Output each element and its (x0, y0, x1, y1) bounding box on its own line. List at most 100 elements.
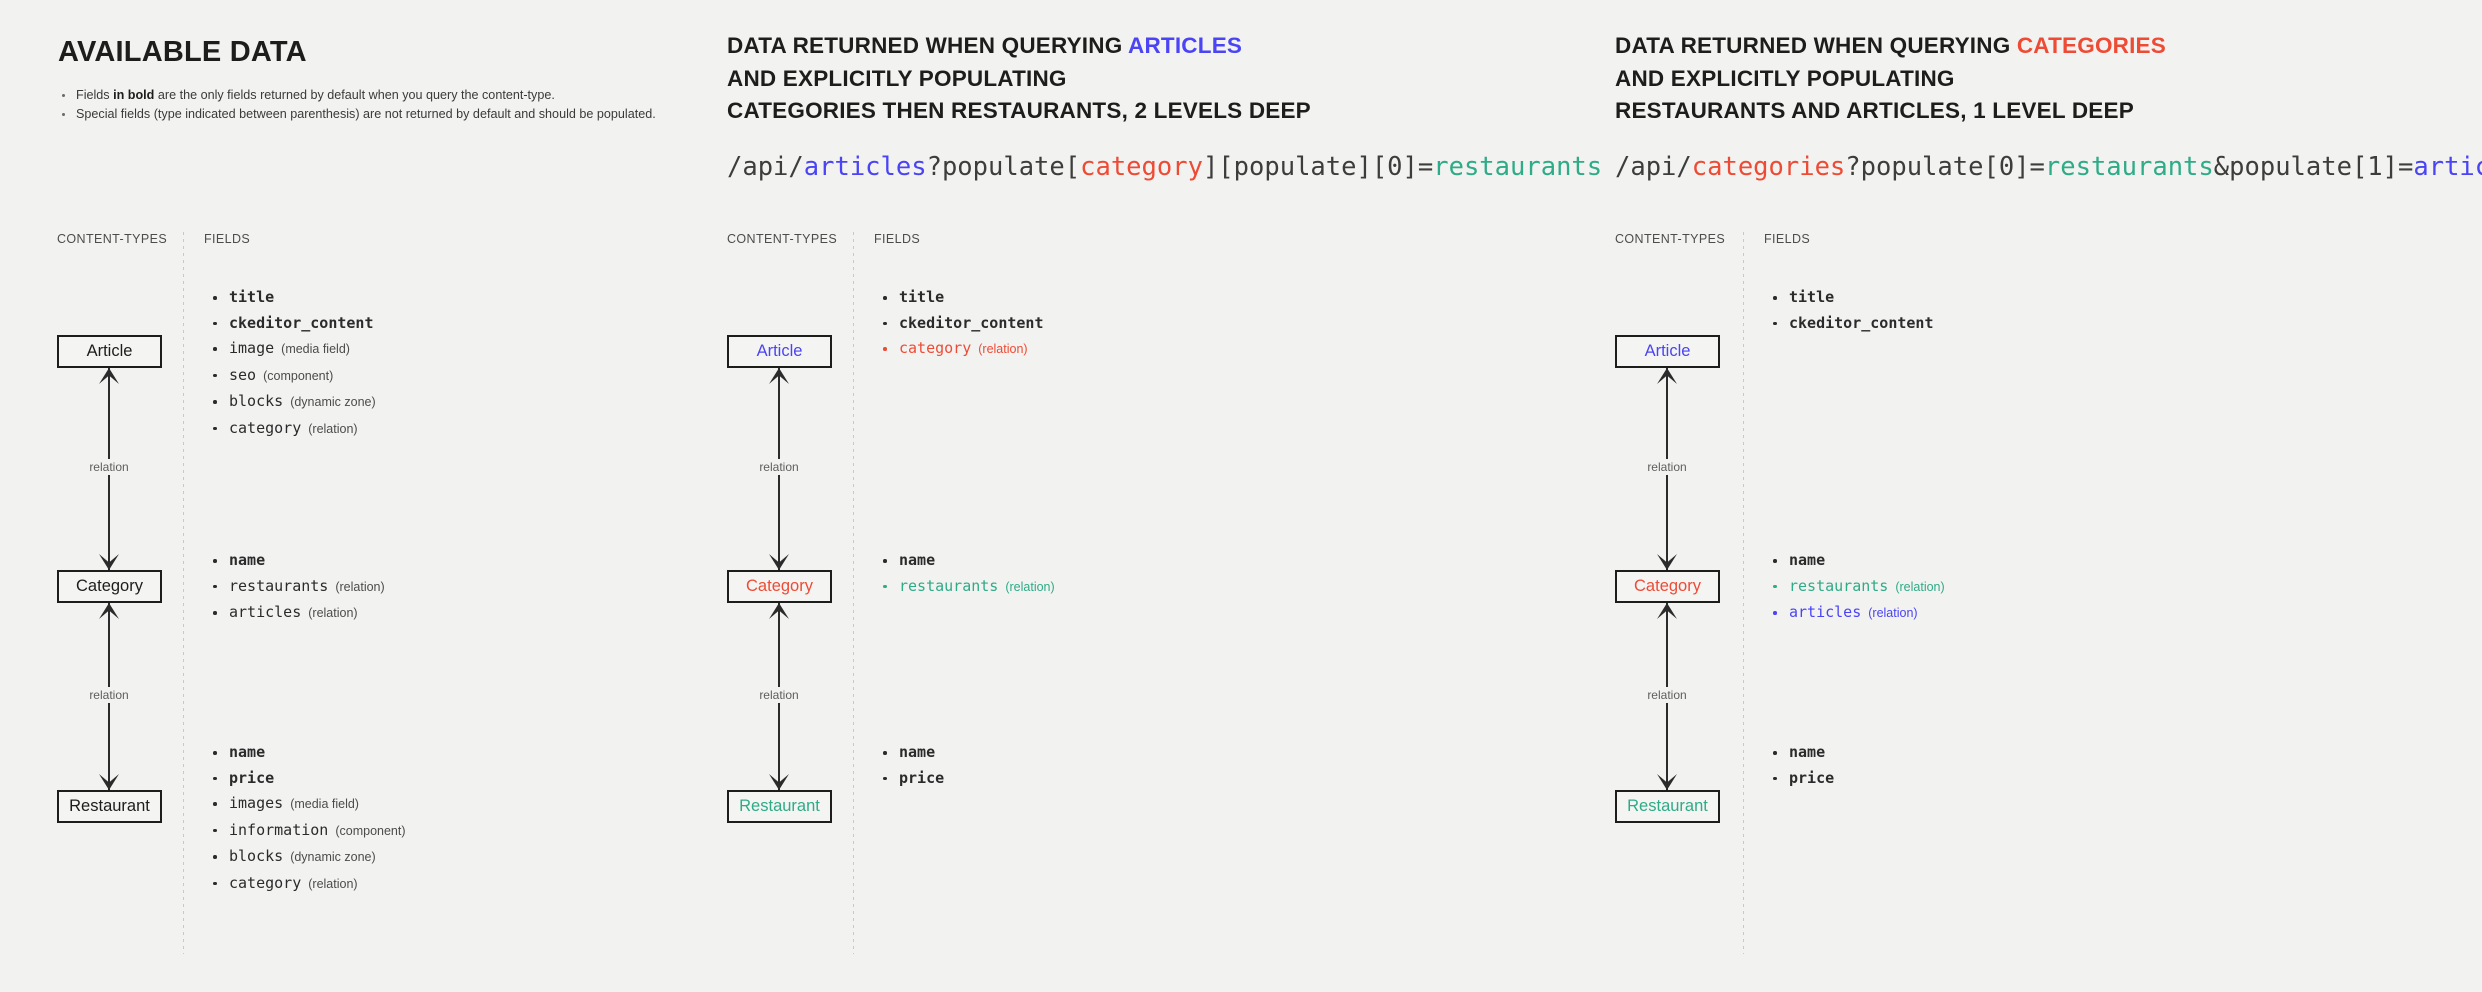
url-segment: articles (2413, 152, 2482, 182)
field-name: articles (229, 603, 302, 621)
field-name: category (899, 339, 972, 357)
content-type-node-article[interactable]: Article (57, 335, 162, 368)
field-item: image (media field) (210, 336, 376, 363)
relation-connector-1-2: relation (73, 603, 145, 790)
field-name: price (899, 768, 945, 787)
arrow-head-up-icon (98, 603, 120, 620)
field-name: restaurants (1789, 576, 1889, 595)
content-type-node-restaurant[interactable]: Restaurant (1615, 790, 1720, 823)
relation-label: relation (743, 686, 815, 703)
field-item: price (1770, 766, 1834, 792)
field-item: blocks(dynamic zone) (210, 389, 376, 416)
column-divider (853, 232, 854, 954)
field-name: restaurants (899, 576, 999, 595)
relation-connector-3-2: relation (1631, 603, 1703, 790)
field-item: seo(component) (210, 363, 376, 390)
field-item: name (1770, 548, 1945, 574)
field-item: ckeditor_content (210, 311, 376, 337)
field-type: (component) (335, 823, 406, 838)
field-name: images (229, 794, 284, 812)
title-accent: CATEGORIES (2016, 33, 2166, 58)
field-name: image (229, 339, 275, 357)
field-name: restaurants (229, 576, 329, 595)
field-item: title (880, 285, 1044, 311)
node-label: Article (756, 342, 803, 360)
field-name: ckeditor_content (899, 313, 1044, 332)
relation-label: relation (73, 459, 145, 475)
url-segment: /api/ (1615, 152, 1692, 182)
note-item: Fields in bold are the only fields retur… (58, 86, 658, 105)
field-name: title (899, 288, 945, 306)
arrow-head-down-icon (768, 773, 790, 790)
field-type: (relation) (335, 579, 385, 594)
field-name: name (229, 743, 266, 761)
field-item: category(relation) (880, 336, 1044, 363)
field-name: category (229, 873, 302, 892)
field-item: title (210, 285, 376, 311)
field-item: price (210, 766, 406, 792)
field-type: (relation) (308, 421, 358, 436)
arrow-head-down-icon (768, 553, 790, 570)
field-item: restaurants (relation) (880, 574, 1055, 601)
url-segment: /api/ (727, 152, 804, 182)
field-item: ckeditor_content (880, 311, 1044, 337)
content-type-node-restaurant[interactable]: Restaurant (57, 790, 162, 823)
relation-connector-2-2: relation (743, 603, 815, 790)
fields-label: FIELDS (204, 232, 251, 246)
field-name: name (229, 551, 266, 569)
arrow-head-down-icon (1656, 553, 1678, 570)
field-name: information (229, 820, 329, 839)
field-item: restaurants (relation) (210, 574, 385, 601)
content-type-node-category[interactable]: Category (1615, 570, 1720, 603)
column-divider (1743, 232, 1744, 954)
field-type: (relation) (1895, 579, 1945, 594)
arrow-head-up-icon (1656, 603, 1678, 620)
fields-group-restaurant: name price images (media field) information (… (210, 740, 406, 897)
arrow-head-up-icon (768, 368, 790, 385)
field-item: images (media field) (210, 791, 406, 818)
field-item: name (880, 740, 944, 766)
fields-label: FIELDS (874, 232, 921, 246)
content-type-node-article[interactable]: Article (727, 335, 832, 368)
field-name: blocks (229, 847, 284, 865)
url-segment: &populate[1]= (2213, 152, 2414, 182)
relation-label: relation (743, 459, 815, 475)
field-item: category(relation) (210, 416, 376, 443)
field-name: ckeditor_content (229, 313, 374, 332)
relation-label: relation (1631, 686, 1703, 703)
field-item: articles(relation) (210, 600, 385, 627)
field-type: (component) (263, 368, 334, 383)
api-url: /api/categories?populate[0]=restaurants&… (1615, 152, 2482, 182)
field-type: (media field) (290, 797, 359, 811)
content-type-node-category[interactable]: Category (727, 570, 832, 603)
field-item: ckeditor_content (1770, 311, 1934, 337)
field-item: name (880, 548, 1055, 574)
content-type-node-category[interactable]: Category (57, 570, 162, 603)
url-segment: ?populate[0]= (1845, 152, 2045, 182)
field-type: (relation) (308, 876, 358, 891)
content-type-node-restaurant[interactable]: Restaurant (727, 790, 832, 823)
content-types-label: CONTENT-TYPES (727, 232, 838, 246)
content-type-node-article[interactable]: Article (1615, 335, 1720, 368)
node-label: Restaurant (1627, 797, 1708, 815)
field-type: (relation) (1005, 579, 1055, 594)
field-item: blocks(dynamic zone) (210, 844, 406, 871)
url-segment: category (1080, 152, 1203, 182)
field-item: articles(relation) (1770, 600, 1945, 627)
field-name: title (229, 288, 275, 306)
fields-group-category: name restaurants (relation) articles(relati… (210, 548, 385, 627)
api-url: /api/articles?populate[category][populat… (727, 152, 1602, 182)
field-item: information (component) (210, 818, 406, 845)
title-accent: ARTICLES (1128, 33, 1243, 58)
field-type: (media field) (281, 342, 350, 356)
node-label: Category (76, 577, 143, 595)
relation-connector-1-1: relation (73, 368, 145, 570)
fields-group-category: name restaurants (relation) articles(relati… (1770, 548, 1945, 627)
